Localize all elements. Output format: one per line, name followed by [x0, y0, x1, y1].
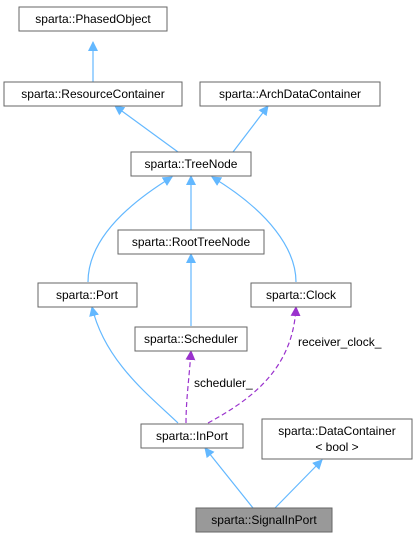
edge-clock-to-treenode: [211, 176, 297, 283]
node-label: sparta::RootTreeNode: [132, 235, 251, 249]
edge-signalinport-to-datacontainer: [274, 459, 323, 509]
node-label-line2: < bool >: [315, 440, 358, 454]
node-port[interactable]: sparta::Port: [37, 282, 138, 308]
node-label: sparta::Clock: [266, 288, 337, 302]
node-label: sparta::SignalInPort: [211, 513, 317, 527]
node-phased-object[interactable]: sparta::PhasedObject: [18, 6, 168, 32]
node-tree-node[interactable]: sparta::TreeNode: [130, 151, 252, 177]
node-label: sparta::Port: [56, 288, 119, 302]
edge-signalinport-to-inport: [204, 447, 254, 509]
edge-label-scheduler: scheduler_: [194, 376, 253, 390]
node-label: sparta::InPort: [156, 429, 229, 443]
edge-inport-to-port: [89, 306, 179, 424]
node-root-tree-node[interactable]: sparta::RootTreeNode: [117, 229, 265, 255]
node-in-port[interactable]: sparta::InPort: [140, 423, 244, 449]
node-label: sparta::Scheduler: [144, 332, 238, 346]
node-resource-container[interactable]: sparta::ResourceContainer: [3, 81, 183, 107]
node-data-container-bool[interactable]: sparta::DataContainer < bool >: [261, 418, 413, 460]
edge-inport-uses-clock: [207, 306, 301, 424]
node-signal-in-port[interactable]: sparta::SignalInPort: [195, 507, 333, 533]
edges: [87, 41, 323, 509]
node-arch-data-container[interactable]: sparta::ArchDataContainer: [199, 81, 381, 107]
edge-port-to-treenode: [87, 176, 173, 283]
node-label: sparta::ArchDataContainer: [219, 87, 361, 101]
node-label-line1: sparta::DataContainer: [278, 424, 395, 438]
node-clock[interactable]: sparta::Clock: [250, 282, 352, 308]
edge-inport-uses-scheduler: [185, 350, 196, 424]
node-label: sparta::ResourceContainer: [21, 87, 164, 101]
edge-treenode-to-resourcecontainer: [114, 105, 179, 153]
edge-treenode-to-archdatacontainer: [232, 105, 269, 153]
edge-label-receiver-clock: receiver_clock_: [298, 335, 382, 349]
node-label: sparta::PhasedObject: [35, 12, 151, 26]
node-label: sparta::TreeNode: [145, 157, 238, 171]
node-scheduler[interactable]: sparta::Scheduler: [134, 326, 248, 352]
